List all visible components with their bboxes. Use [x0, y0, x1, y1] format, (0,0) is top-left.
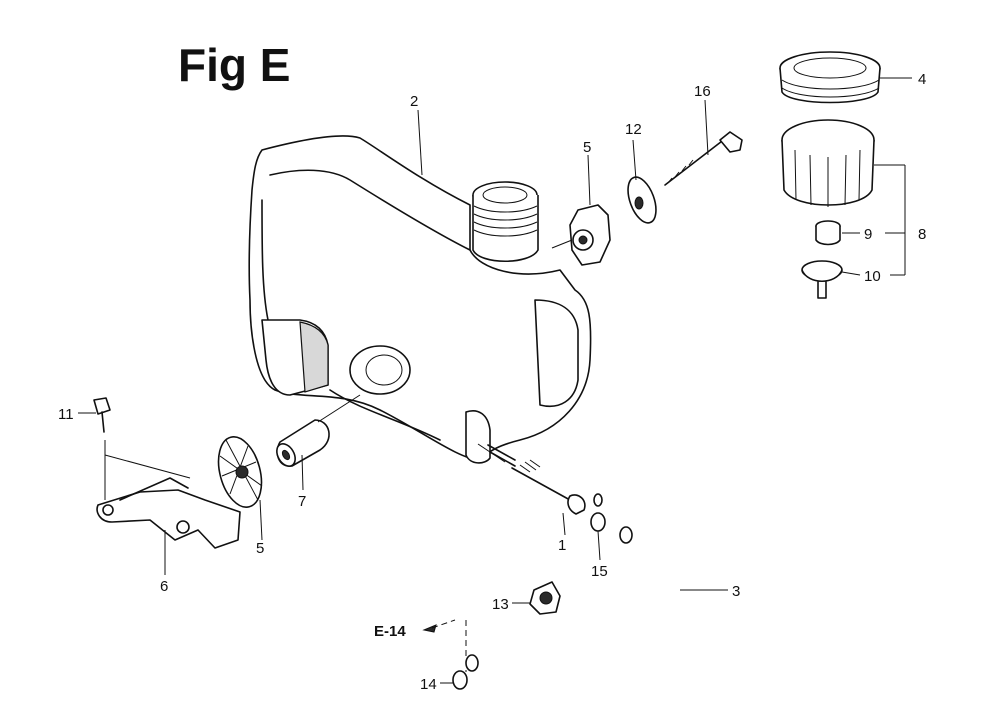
fuel-tank [248, 135, 592, 467]
fuel-cap [781, 119, 875, 207]
breather-valve [801, 260, 843, 299]
callout-4: 4 [918, 71, 926, 88]
callout-11: 11 [58, 406, 74, 423]
hose-clamp [529, 581, 561, 615]
grommet-upper [569, 204, 611, 266]
callout-13: 13 [492, 596, 509, 613]
fuel-line [465, 526, 684, 672]
callout-7: 7 [298, 493, 306, 510]
leader-lines [78, 77, 912, 684]
callout-15: 15 [591, 563, 608, 580]
callout-9: 9 [864, 226, 872, 243]
callout-10: 10 [864, 268, 881, 285]
cap-gasket [815, 220, 841, 246]
callout-12: 12 [625, 121, 642, 138]
callout-5-upper: 5 [583, 139, 591, 156]
reference-label: E-14 [374, 623, 406, 640]
mounting-bracket [96, 477, 241, 549]
figure-title: Fig E [178, 39, 291, 91]
bolt-long [664, 131, 743, 186]
callout-2: 2 [410, 93, 418, 110]
callout-6: 6 [160, 578, 168, 595]
callout-16: 16 [694, 83, 711, 100]
callout-5-lower: 5 [256, 540, 264, 557]
washer [627, 176, 657, 224]
callout-8: 8 [918, 226, 926, 243]
cross-reference: E-14 [374, 619, 456, 640]
callout-3: 3 [732, 583, 740, 600]
joint-fitting [511, 459, 586, 515]
callout-14: 14 [420, 676, 437, 693]
callout-1: 1 [558, 537, 566, 554]
hose-clip [452, 670, 468, 690]
callout-labels: 1 2 3 4 5 5 6 7 8 9 10 11 12 13 14 15 16 [58, 71, 926, 693]
bracket-bolt [93, 397, 111, 433]
grommet-lower [217, 436, 263, 508]
o-ring [590, 493, 606, 532]
filler-ring [779, 51, 881, 104]
fuel-tube [276, 419, 330, 467]
